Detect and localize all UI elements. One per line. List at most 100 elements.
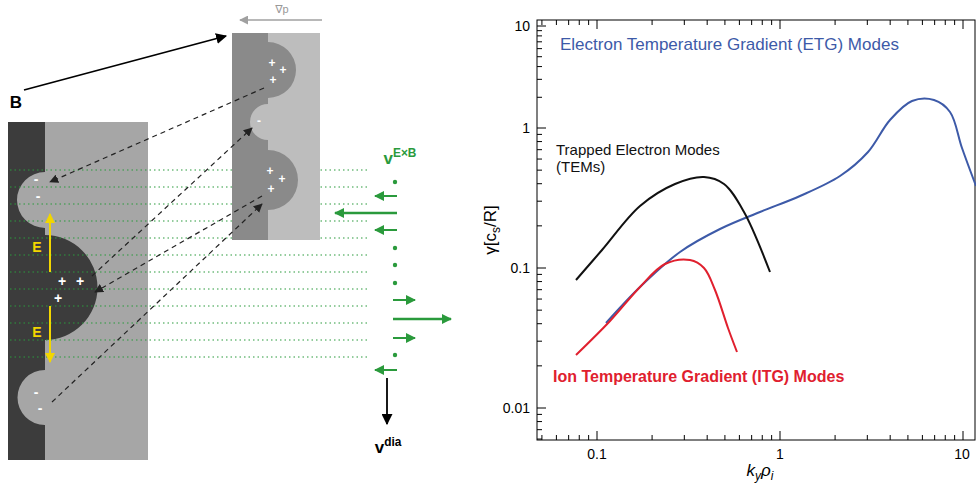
- axis-tick: [537, 281, 542, 282]
- curves: [576, 99, 976, 355]
- charge-sign-text: +: [54, 289, 62, 305]
- diamagnetic-label-text: v: [375, 438, 384, 457]
- charge-sign: +: [58, 272, 66, 288]
- y-tick-label-text: 1: [522, 120, 530, 136]
- axis-tick: [537, 66, 542, 67]
- charge-sign: +: [279, 64, 286, 78]
- charge-sign: -: [34, 170, 39, 186]
- axis-tick: [537, 225, 542, 226]
- axis-tick: [597, 431, 598, 440]
- axis-tick: [537, 421, 542, 422]
- axis-tick: [907, 20, 908, 25]
- axis-tick: [597, 20, 598, 29]
- axis-tick: [739, 435, 740, 440]
- gradient-arrow: [240, 19, 322, 21]
- exb-velocity-label: vE×B: [384, 147, 417, 168]
- axis-tick: [707, 435, 708, 440]
- projection-arrow: [50, 88, 264, 182]
- projection-lines: [50, 88, 264, 402]
- tem-curve: [576, 177, 770, 280]
- axis-tick: [945, 20, 946, 25]
- axis-tick: [537, 414, 542, 415]
- y-tick-label: 1: [522, 120, 530, 136]
- axis-tick: [934, 435, 935, 440]
- velocity-dot: [393, 281, 397, 285]
- axis-tick: [762, 435, 763, 440]
- velocity-dot: [393, 263, 397, 267]
- e-field-label: E: [32, 323, 41, 339]
- axis-tick: [751, 20, 752, 25]
- charge-sign: -: [36, 187, 41, 203]
- itg-curve: [576, 260, 737, 355]
- x-tick-label: 0.1: [587, 446, 606, 462]
- charge-sign-text: +: [76, 272, 84, 288]
- axis-tick: [771, 20, 772, 25]
- velocity-dot: [393, 353, 397, 357]
- axis-tick: [684, 20, 685, 25]
- axis-tick: [541, 435, 542, 440]
- x-tick-label: 1: [776, 446, 784, 462]
- axis-tick: [579, 435, 580, 440]
- gradient-label-text: ∇p: [275, 3, 288, 15]
- charge-sign: -: [34, 384, 39, 400]
- axis-tick: [537, 79, 542, 80]
- x-tick-label: 10: [954, 446, 970, 462]
- velocity-arrow: [375, 195, 397, 197]
- axis-tick: [652, 435, 653, 440]
- e-field-label: E: [32, 238, 41, 254]
- charge-sign-text: +: [267, 182, 274, 196]
- axis-ticks: [537, 20, 963, 440]
- velocity-dot: [393, 246, 397, 250]
- charge-sign-text: +: [58, 272, 66, 288]
- x-axis-title-subscript: y: [755, 470, 761, 484]
- charge-sign: +: [54, 289, 62, 305]
- axis-tick: [537, 365, 542, 366]
- y-axis-title: γ[cs/R]: [481, 205, 504, 254]
- axis-tick: [537, 48, 542, 49]
- axis-tick: [537, 159, 542, 160]
- axis-tick: [537, 97, 542, 98]
- tem-label: Trapped Electron Modes (TEMs): [556, 141, 734, 176]
- axis-tick: [541, 20, 542, 25]
- axis-tick: [963, 20, 964, 29]
- axis-tick: [684, 435, 685, 440]
- velocity-arrow: [393, 337, 415, 339]
- axis-tick: [537, 35, 542, 36]
- axis-tick: [724, 20, 725, 25]
- y-tick-label: 0.01: [503, 400, 530, 416]
- growth-rate-chart: [537, 20, 976, 440]
- axis-tick: [537, 341, 542, 342]
- exb-velocity-label-text: v: [384, 149, 393, 168]
- diamagnetic-label-superscript: dia: [384, 435, 401, 449]
- velocity-arrow: [375, 229, 397, 231]
- axis-tick: [588, 20, 589, 25]
- axis-tick: [707, 20, 708, 25]
- x-axis-title-text: ρ: [761, 461, 771, 480]
- charge-sign: +: [278, 173, 285, 187]
- charge-sign-text: -: [38, 400, 43, 416]
- axis-tick: [537, 201, 542, 202]
- b-field-arrow: [24, 36, 226, 90]
- charge-sign-text: +: [268, 56, 275, 70]
- axis-tick: [556, 435, 557, 440]
- diamagnetic-label: vdia: [375, 436, 402, 457]
- x-axis-title: kyρi: [747, 461, 774, 484]
- axis-tick: [907, 435, 908, 440]
- y-axis-title-subscript: s: [490, 227, 504, 233]
- axis-tick: [556, 20, 557, 25]
- charge-sign-text: -: [34, 170, 39, 186]
- charge-sign: +: [76, 272, 84, 288]
- field-line: [10, 322, 370, 323]
- axis-tick: [537, 439, 542, 440]
- velocity-dot: [393, 180, 397, 184]
- charge-sign: +: [267, 183, 274, 197]
- axis-tick: [537, 41, 542, 42]
- back-panel-dark: [232, 33, 298, 240]
- velocity-arrow: [335, 212, 397, 214]
- axis-tick: [739, 20, 740, 25]
- axis-tick: [954, 435, 955, 440]
- axis-tick: [537, 128, 546, 129]
- etg-label-text: Electron Temperature Gradient (ETG) Mode…: [560, 35, 899, 54]
- axis-tick: [771, 435, 772, 440]
